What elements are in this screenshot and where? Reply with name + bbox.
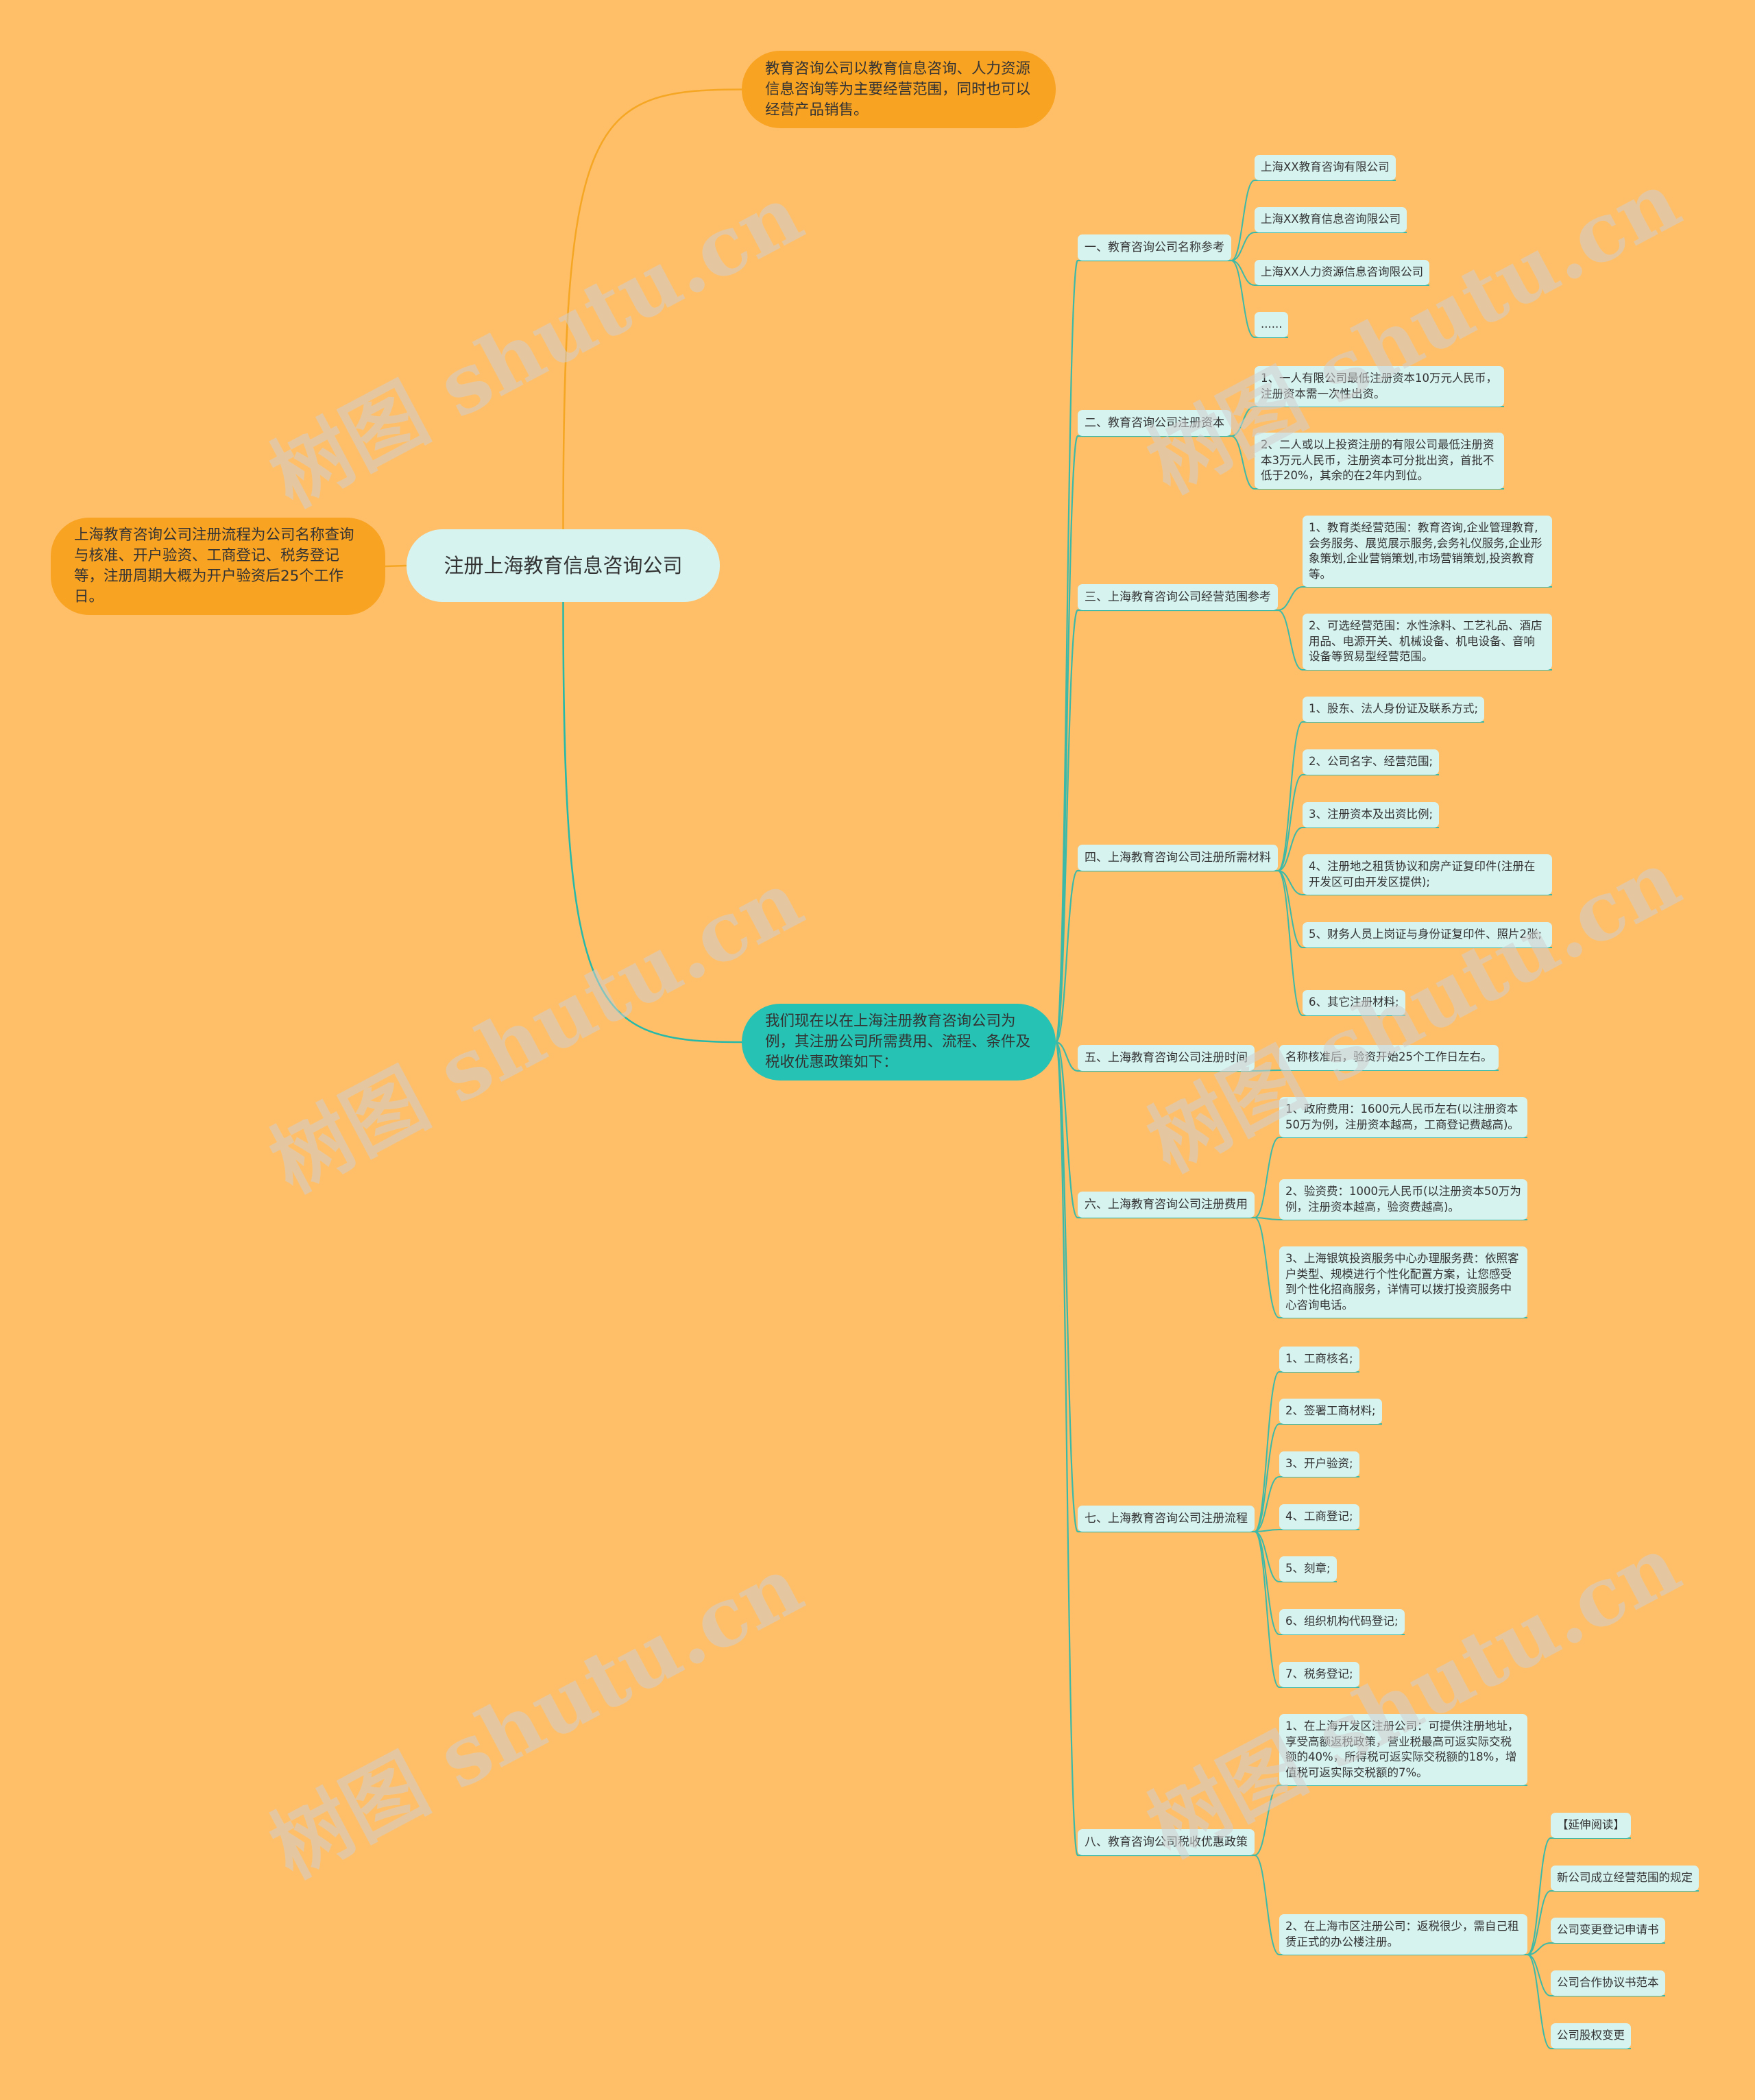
connector-extended-link-4 <box>1527 1954 1551 2049</box>
category-6[interactable]: 六、上海教育咨询公司注册费用 <box>1078 1192 1255 1218</box>
connector-main-cat-8 <box>1054 1041 1079 1857</box>
category-7[interactable]: 七、上海教育咨询公司注册流程 <box>1078 1506 1255 1532</box>
connector-leaf-6-1 <box>1254 1137 1280 1218</box>
leaf-7-2[interactable]: 2、签署工商材料; <box>1279 1399 1382 1424</box>
connector-leaf-4-4 <box>1277 870 1303 895</box>
leaf-3-1[interactable]: 1、教育类经营范围：教育咨询,企业管理教育,会务服务、展览展示服务,会务礼仪服务… <box>1303 516 1552 587</box>
connector-extended-link-1 <box>1527 1890 1551 1955</box>
connector-leaf-4-2 <box>1277 774 1303 871</box>
connector-leaf-4-5 <box>1277 870 1303 948</box>
leaf-7-1[interactable]: 1、工商核名; <box>1279 1347 1359 1372</box>
category-2[interactable]: 二、教育咨询公司注册资本 <box>1078 410 1231 436</box>
extended-reading-title[interactable]: 【延伸阅读】 <box>1551 1813 1631 1838</box>
leaf-5-1[interactable]: 名称核准后，验资开始25个工作日左右。 <box>1279 1045 1499 1070</box>
left-note-node[interactable]: 上海教育咨询公司注册流程为公司名称查询与核准、开户验资、工商登记、税务登记等，注… <box>51 518 385 615</box>
root-node[interactable]: 注册上海教育信息咨询公司 <box>407 529 720 602</box>
leaf-8-2[interactable]: 2、在上海市区注册公司：返税很少，需自己租赁正式的办公楼注册。 <box>1279 1914 1527 1955</box>
main-branch-node[interactable]: 我们现在以在上海注册教育咨询公司为例，其注册公司所需费用、流程、条件及税收优惠政… <box>742 1004 1056 1081</box>
connector-leaf-1-2 <box>1231 232 1255 261</box>
connector-main-cat-3 <box>1054 609 1079 1043</box>
leaf-7-7[interactable]: 7、税务登记; <box>1279 1662 1359 1687</box>
connector-leaf-8-1 <box>1254 1785 1280 1856</box>
leaf-1-2[interactable]: 上海XX教育信息咨询限公司 <box>1255 207 1407 232</box>
connector-leaf-7-1 <box>1254 1371 1280 1532</box>
connector-leaf-1-1 <box>1231 180 1255 261</box>
leaf-4-1[interactable]: 1、股东、法人身份证及联系方式; <box>1303 697 1485 722</box>
connector-extended-reading-title <box>1527 1837 1551 1955</box>
leaf-4-6[interactable]: 6、其它注册材料; <box>1303 990 1405 1015</box>
leaf-2-1[interactable]: 1、一人有限公司最低注册资本10万元人民币，注册资本需一次性出资。 <box>1255 366 1504 407</box>
connector-leaf-7-5 <box>1254 1531 1280 1582</box>
leaf-6-3[interactable]: 3、上海银筑投资服务中心办理服务费：依照客户类型、规模进行个性化配置方案，让您感… <box>1279 1246 1527 1318</box>
connector-main-cat-5 <box>1055 1041 1078 1072</box>
connector-leaf-1-4 <box>1231 260 1255 338</box>
extended-link-4[interactable]: 公司股权变更 <box>1551 2023 1631 2049</box>
connector-leaf-3-1 <box>1277 586 1303 611</box>
extended-link-1[interactable]: 新公司成立经营范围的规定 <box>1551 1866 1699 1891</box>
leaf-3-2[interactable]: 2、可选经营范围：水性涂料、工艺礼品、酒店用品、电源开关、机械设备、机电设备、音… <box>1303 614 1552 670</box>
leaf-1-4[interactable]: ...... <box>1255 312 1289 337</box>
connector-main-cat-4 <box>1054 869 1079 1043</box>
leaf-2-2[interactable]: 2、二人或以上投资注册的有限公司最低注册资本3万元人民币，注册资本可分批出资，首… <box>1255 433 1504 489</box>
connector-main-cat-6 <box>1054 1041 1079 1219</box>
leaf-4-3[interactable]: 3、注册资本及出资比例; <box>1303 802 1440 828</box>
category-3[interactable]: 三、上海教育咨询公司经营范围参考 <box>1078 584 1278 610</box>
connector-leaf-4-1 <box>1277 721 1303 871</box>
connector-leaf-1-3 <box>1231 260 1255 286</box>
leaf-7-4[interactable]: 4、工商登记; <box>1279 1504 1359 1530</box>
category-1[interactable]: 一、教育咨询公司名称参考 <box>1078 234 1231 261</box>
leaf-7-5[interactable]: 5、刻章; <box>1279 1556 1337 1582</box>
leaf-8-1[interactable]: 1、在上海开发区注册公司：可提供注册地址，享受高额返税政策，营业税最高可返实际交… <box>1279 1714 1527 1785</box>
connector-leaf-4-3 <box>1277 827 1303 871</box>
connector-extended-link-2 <box>1527 1942 1551 1955</box>
connector-leaf-8-2 <box>1254 1855 1280 1955</box>
top-note-node[interactable]: 教育咨询公司以教育信息咨询、人力资源信息咨询等为主要经营范围，同时也可以经营产品… <box>742 51 1056 128</box>
leaf-6-2[interactable]: 2、验资费：1000元人民币(以注册资本50万为例，注册资本越高，验资费越高)。 <box>1279 1179 1527 1220</box>
leaf-7-3[interactable]: 3、开户验资; <box>1279 1451 1359 1477</box>
connector-root-main <box>562 601 742 1043</box>
category-8[interactable]: 八、教育咨询公司税收优惠政策 <box>1078 1829 1255 1855</box>
connector-main-cat-7 <box>1054 1041 1079 1533</box>
connector-leaf-5-1 <box>1254 1070 1280 1072</box>
category-5[interactable]: 五、上海教育咨询公司注册时间 <box>1078 1045 1255 1071</box>
connector-root-top <box>562 88 742 530</box>
connector-leaf-6-2 <box>1254 1217 1280 1220</box>
extended-link-2[interactable]: 公司变更登记申请书 <box>1551 1918 1665 1943</box>
connector-leaf-6-3 <box>1254 1217 1280 1318</box>
extended-link-3[interactable]: 公司合作协议书范本 <box>1551 1970 1665 1996</box>
connector-leaf-4-6 <box>1277 870 1303 1016</box>
connector-leaf-7-6 <box>1254 1531 1280 1635</box>
connector-leaf-3-2 <box>1277 610 1303 671</box>
leaf-4-5[interactable]: 5、财务人员上岗证与身份证复印件、照片2张; <box>1303 922 1552 948</box>
leaf-1-3[interactable]: 上海XX人力资源信息咨询限公司 <box>1255 260 1430 285</box>
connector-leaf-7-2 <box>1254 1423 1280 1532</box>
connector-leaf-2-2 <box>1231 435 1255 490</box>
connector-extended-link-3 <box>1527 1954 1551 1996</box>
leaf-4-2[interactable]: 2、公司名字、经营范围; <box>1303 749 1440 775</box>
leaf-7-6[interactable]: 6、组织机构代码登记; <box>1279 1609 1405 1634</box>
connector-leaf-7-4 <box>1254 1529 1280 1532</box>
connector-main-cat-1 <box>1054 259 1079 1043</box>
leaf-1-1[interactable]: 上海XX教育咨询有限公司 <box>1255 155 1396 180</box>
leaf-4-4[interactable]: 4、注册地之租赁协议和房产证复印件(注册在开发区可由开发区提供); <box>1303 854 1552 895</box>
connector-leaf-7-7 <box>1254 1531 1280 1688</box>
category-4[interactable]: 四、上海教育咨询公司注册所需材料 <box>1078 845 1278 871</box>
connector-leaf-2-1 <box>1231 406 1255 437</box>
leaf-6-1[interactable]: 1、政府费用：1600元人民币左右(以注册资本50万为例，注册资本越高，工商登记… <box>1279 1097 1527 1137</box>
connector-leaf-7-3 <box>1254 1476 1280 1532</box>
